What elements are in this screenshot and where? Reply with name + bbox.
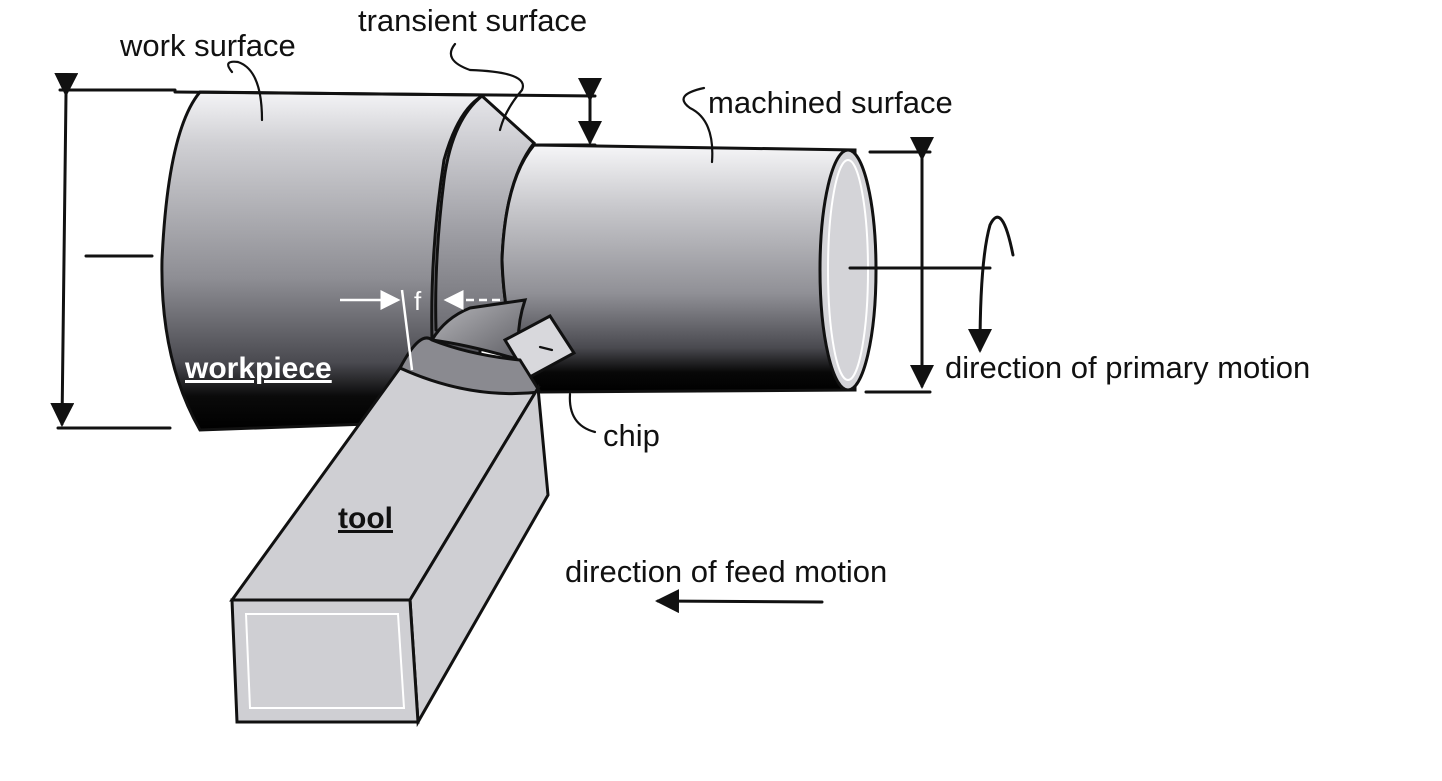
feed-symbol-label: f — [414, 286, 422, 316]
feed-motion-label: direction of feed motion — [565, 554, 887, 589]
primary-motion-arrow-icon — [968, 215, 1015, 353]
chip-leader — [568, 392, 597, 434]
workpiece-body — [160, 90, 597, 432]
work-surface-label: work surface — [119, 28, 296, 63]
end-face — [818, 148, 878, 392]
transient-surface-label: transient surface — [358, 3, 587, 38]
feed-motion-arrow-icon — [655, 589, 824, 614]
machined-surface-leader — [682, 86, 714, 164]
tool-label: tool — [338, 502, 393, 535]
chip-label: chip — [603, 418, 660, 453]
machined-cylinder — [500, 143, 878, 394]
transient-surface-leader — [449, 42, 525, 132]
right-diameter-dimension — [848, 137, 992, 394]
machined-surface-label: machined surface — [708, 85, 953, 120]
left-diameter-dimension — [50, 72, 177, 430]
cutting-tool — [229, 336, 550, 728]
workpiece-label: workpiece — [184, 352, 332, 385]
primary-motion-label: direction of primary motion — [945, 350, 1310, 385]
feed-dimension: f — [340, 286, 500, 371]
work-surface-leader — [227, 60, 264, 122]
